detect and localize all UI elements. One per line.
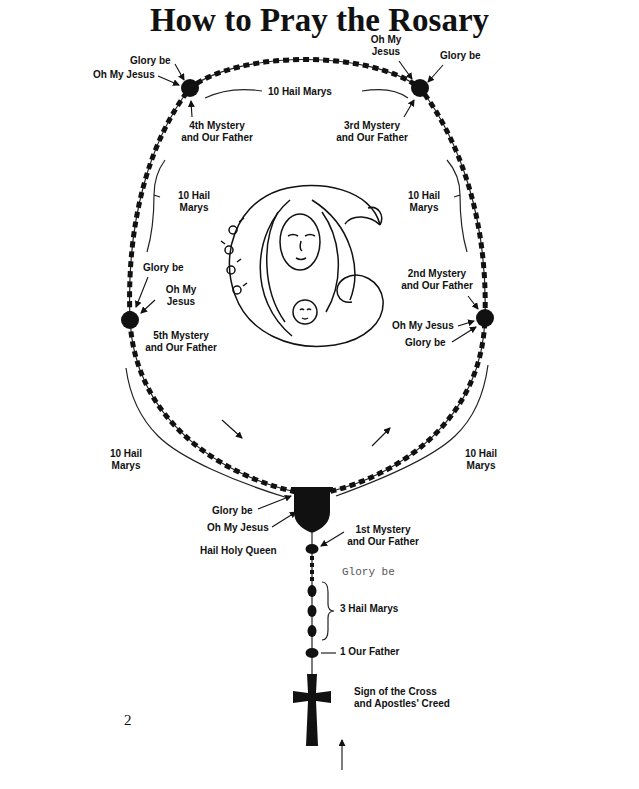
- prayer-label: 2nd Mystery and Our Father: [400, 268, 474, 291]
- bead: [308, 625, 317, 637]
- prayer-label: Sign of the Cross and Apostles' Creed: [354, 686, 454, 709]
- prayer-label: 10 Hail Marys: [455, 448, 507, 471]
- rosary-beads: [130, 60, 486, 493]
- prayer-label: Glory be: [212, 505, 253, 517]
- prayer-label: Glory be: [130, 55, 171, 67]
- medallion-rim: [291, 487, 333, 492]
- leader-arrow: [136, 61, 478, 770]
- title: How to Pray the Rosary: [0, 2, 639, 39]
- our-father-bead: [476, 309, 494, 327]
- prayer-label: 4th Mystery and Our Father: [180, 120, 254, 143]
- prayer-label: Oh My Jesus: [392, 320, 454, 332]
- prayer-label: Glory be: [342, 566, 395, 579]
- pendant-links: [310, 556, 314, 584]
- our-father-bead: [181, 79, 199, 97]
- prayer-label: Glory be: [405, 337, 446, 349]
- bead: [308, 585, 317, 597]
- prayer-label: 10 Hail Marys: [100, 448, 152, 471]
- prayer-label: 10 Hail Marys: [398, 190, 450, 213]
- prayer-label: Oh My Jesus: [207, 522, 269, 534]
- prayer-label: Hail Holy Queen: [200, 545, 277, 557]
- prayer-label: Glory be: [440, 50, 481, 62]
- our-father-bead: [121, 311, 139, 329]
- prayer-label: 5th Mystery and Our Father: [144, 330, 218, 353]
- prayer-label: Glory be: [143, 262, 184, 274]
- page-number: 2: [124, 712, 132, 729]
- prayer-label: Oh My Jesus: [158, 284, 204, 307]
- bead: [306, 648, 319, 658]
- bracket: [126, 90, 488, 653]
- bead: [308, 605, 317, 617]
- prayer-label: 1 Our Father: [340, 646, 399, 658]
- prayer-label: 10 Hail Marys: [268, 86, 332, 98]
- medallion: [294, 490, 330, 533]
- prayer-label: 3rd Mystery and Our Father: [335, 120, 409, 143]
- prayer-label: 1st Mystery and Our Father: [346, 524, 420, 547]
- prayer-label: 10 Hail Marys: [168, 190, 220, 213]
- our-father-bead: [411, 79, 429, 97]
- crucifix: [293, 674, 331, 746]
- bead: [306, 544, 319, 554]
- rosary-chain: [130, 60, 486, 493]
- madonna-illustration: [221, 185, 383, 346]
- prayer-label: Oh My Jesus: [93, 69, 155, 81]
- prayer-label: 3 Hail Marys: [340, 603, 398, 615]
- prayer-label: Oh My Jesus: [363, 34, 409, 57]
